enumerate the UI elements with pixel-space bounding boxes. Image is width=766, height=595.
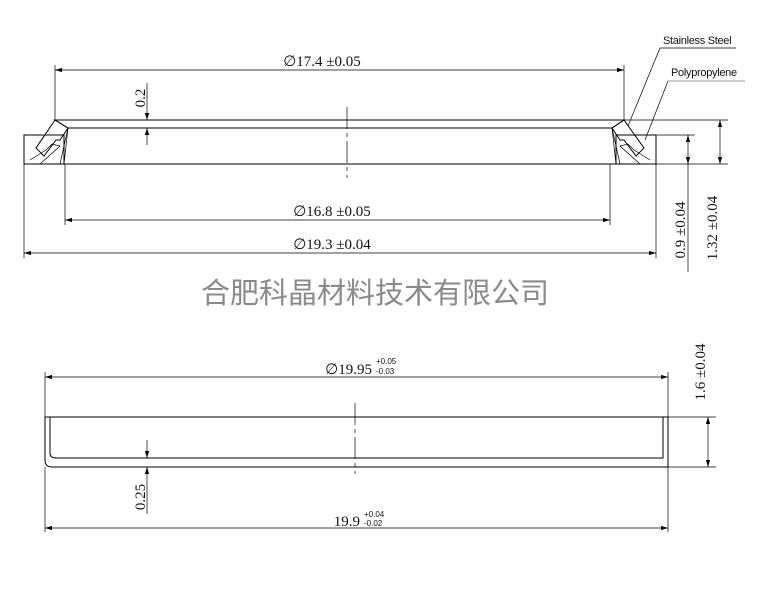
cup-cross-section	[44, 403, 669, 474]
dim-16-8-label: ∅16.8 ±0.05	[293, 204, 371, 220]
label-polypropylene: Polypropylene	[644, 67, 745, 141]
dim-1-32-label: 1.32 ±0.04	[705, 195, 721, 260]
dim-0-9: 0.9 ±0.04	[656, 134, 728, 272]
dim-19-9: 19.9 +0.04 -0.02	[44, 467, 669, 532]
company-name: 合肥科晶材料技术有限公司	[201, 276, 549, 310]
steel-plate	[53, 119, 626, 129]
dim-17-4-label: ∅17.4 ±0.05	[283, 54, 361, 70]
dim-1-32: 1.32 ±0.04	[624, 119, 728, 260]
seal-cross-section	[23, 107, 657, 178]
dim-0-25: 0.25	[133, 440, 150, 514]
dim-19-9-tol-lower: -0.02	[364, 519, 383, 528]
dim-0-25-label: 0.25	[133, 484, 149, 510]
dim-19-3-label: ∅19.3 ±0.04	[293, 237, 371, 253]
dim-0-2: 0.2	[133, 83, 150, 145]
dim-19-95-label: ∅19.95	[325, 362, 372, 378]
dim-19-95-tol-upper: +0.05	[376, 357, 397, 366]
dim-19-95: ∅19.95 +0.05 -0.03	[44, 357, 669, 417]
dim-0-2-label: 0.2	[133, 89, 149, 108]
dim-19-95-tol-lower: -0.03	[376, 367, 395, 376]
dim-1-6: 1.6 ±0.04	[668, 343, 716, 468]
stainless-steel-label: Stainless Steel	[663, 35, 731, 47]
dim-0-9-label: 0.9 ±0.04	[673, 201, 689, 258]
dim-19-9-label: 19.9	[334, 514, 360, 530]
label-stainless-steel: Stainless Steel	[627, 35, 736, 127]
dim-19-3: ∅19.3 ±0.04	[23, 164, 657, 258]
dim-1-6-label: 1.6 ±0.04	[693, 343, 709, 400]
polypropylene-label: Polypropylene	[671, 67, 737, 79]
cup-body	[44, 416, 669, 468]
dim-17-4: ∅17.4 ±0.05	[54, 54, 625, 120]
dim-19-9-tol-upper: +0.04	[364, 510, 385, 519]
dim-16-8: ∅16.8 ±0.05	[64, 164, 611, 225]
